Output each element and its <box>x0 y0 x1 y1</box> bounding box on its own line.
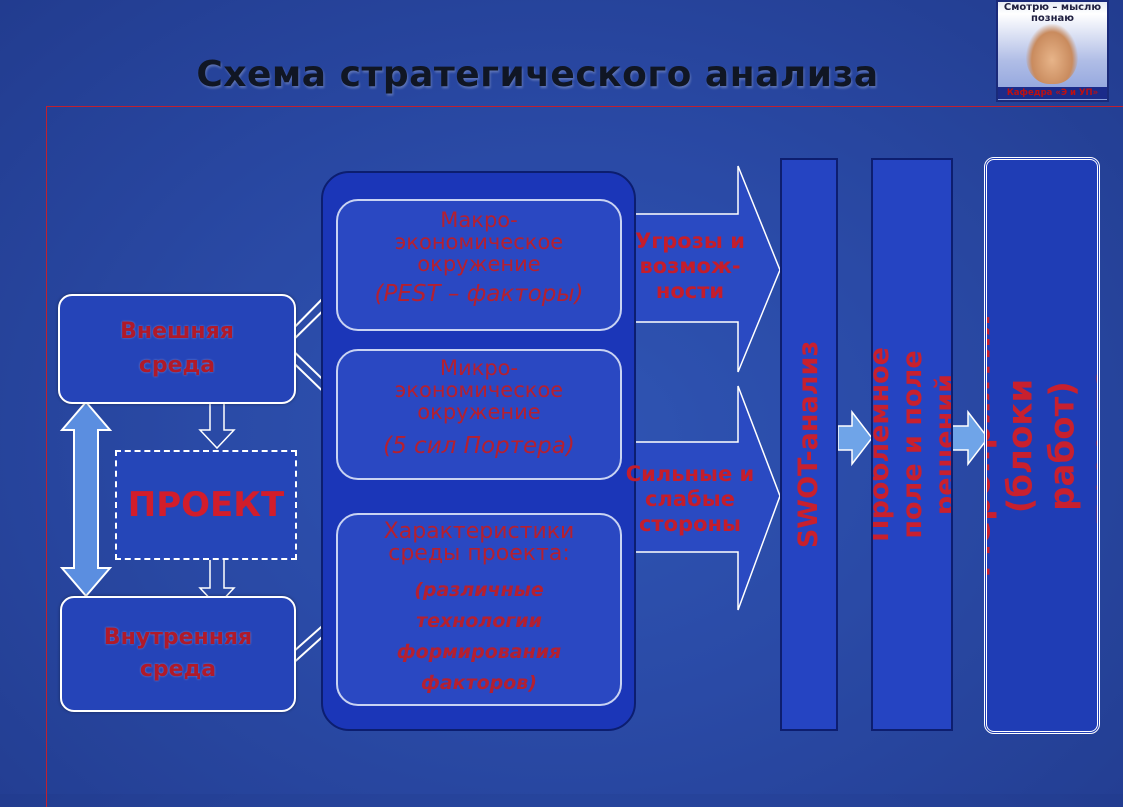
internal-environment-box: Внутренняя среда <box>60 596 296 712</box>
department-logo: Смотрю – мыслю познаю Кафедра «Э и УП» <box>996 0 1109 102</box>
project-box: ПРОЕКТ <box>115 450 297 560</box>
logo-department: Кафедра «Э и УП» <box>998 87 1107 99</box>
characteristics-sub: (различные технологии формирования факто… <box>396 579 562 694</box>
internal-environment-label: Внутренняя среда <box>103 625 253 682</box>
diagram-frame <box>46 106 1123 807</box>
measures-label: Мероприятия (блоки работ) проекта <box>984 313 1100 578</box>
external-environment-label: Внешняя среда <box>120 319 234 378</box>
double-arrow-icon <box>59 400 113 598</box>
big-right-arrow-icon <box>619 385 781 611</box>
micro-heading: Микро-экономическое окружение <box>394 356 564 424</box>
threats-opportunities-label: Угрозы и возмож-ности <box>635 229 745 303</box>
swot-column: SWOT-анализ <box>780 158 838 731</box>
micro-sub: (5 сил Портера) <box>383 433 575 459</box>
small-right-arrow-icon <box>837 409 873 467</box>
macro-heading: Макро-экономическое окружение <box>394 208 564 276</box>
macro-environment-box: Макро-экономическое окружение (PEST – фа… <box>336 199 622 331</box>
problem-field-label: Проблемное поле и поле решений <box>871 347 953 542</box>
page-title: Схема стратегического анализа <box>196 54 879 95</box>
hands-image <box>1026 24 1078 84</box>
logo-motto: Смотрю – мыслю познаю <box>1003 2 1102 24</box>
small-right-arrow-icon <box>951 409 989 467</box>
macro-sub: (PEST – факторы) <box>374 281 584 307</box>
project-characteristics-box: Характеристики среды проекта: (различные… <box>336 513 622 706</box>
project-label: ПРОЕКТ <box>127 485 285 525</box>
strengths-weaknesses-label: Сильные и слабые стороны <box>625 462 755 536</box>
external-environment-box: Внешняя среда <box>58 294 296 404</box>
characteristics-heading: Характеристики среды проекта: <box>383 519 575 566</box>
problem-field-column: Проблемное поле и поле решений <box>871 158 953 731</box>
swot-label: SWOT-анализ <box>793 340 825 549</box>
micro-environment-box: Микро-экономическое окружение (5 сил Пор… <box>336 349 622 480</box>
measures-column: Мероприятия (блоки работ) проекта <box>984 157 1100 734</box>
big-right-arrow-icon <box>619 165 781 373</box>
